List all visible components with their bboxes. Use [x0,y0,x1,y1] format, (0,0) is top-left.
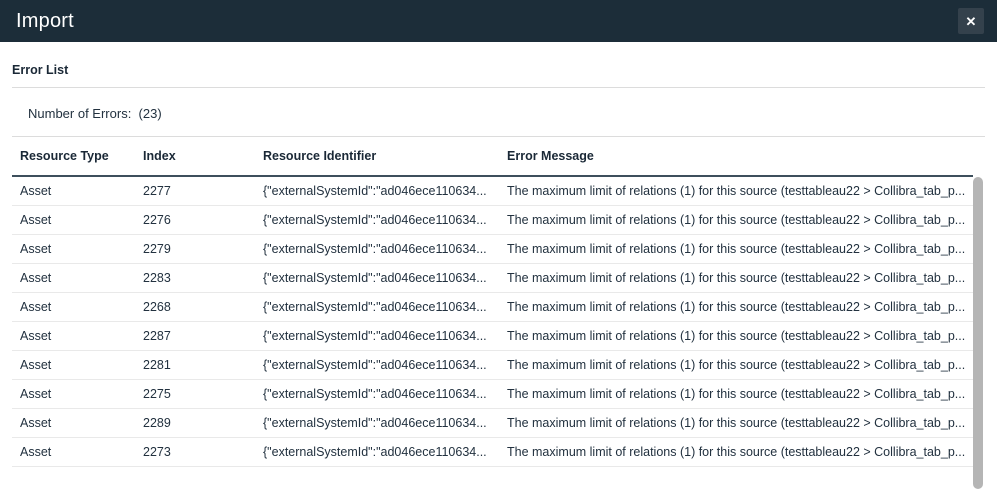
table-row: Asset 2275 {"externalSystemId":"ad046ece… [12,379,973,409]
table-row: Asset 2273 {"externalSystemId":"ad046ece… [12,437,973,467]
cell-resource-identifier: {"externalSystemId":"ad046ece110634... [255,408,499,438]
cell-error-message: The maximum limit of relations (1) for t… [499,292,973,322]
cell-error-message: The maximum limit of relations (1) for t… [499,379,973,409]
cell-index: 2279 [135,234,255,264]
cell-resource-type: Asset [12,292,135,322]
column-header-resource-type: Resource Type [12,137,135,177]
table-row: Asset 2283 {"externalSystemId":"ad046ece… [12,263,973,293]
table-row: Asset 2276 {"externalSystemId":"ad046ece… [12,205,973,235]
cell-error-message: The maximum limit of relations (1) for t… [499,176,973,206]
column-header-resource-identifier: Resource Identifier [255,137,499,177]
error-count-label: Number of Errors: (23) [12,88,985,137]
cell-resource-identifier: {"externalSystemId":"ad046ece110634... [255,263,499,293]
cell-resource-identifier: {"externalSystemId":"ad046ece110634... [255,292,499,322]
table-row: Asset 2289 {"externalSystemId":"ad046ece… [12,408,973,438]
column-header-error-message: Error Message [499,137,973,177]
close-icon: ✕ [965,13,977,29]
cell-index: 2281 [135,350,255,380]
cell-error-message: The maximum limit of relations (1) for t… [499,234,973,264]
table-row: Asset 2279 {"externalSystemId":"ad046ece… [12,234,973,264]
cell-index: 2273 [135,437,255,467]
cell-resource-type: Asset [12,321,135,351]
table-header: Resource Type Index Resource Identifier … [12,137,973,177]
cell-error-message: The maximum limit of relations (1) for t… [499,321,973,351]
column-header-index: Index [135,137,255,177]
scrollbar-thumb[interactable] [973,177,983,489]
modal-content: Error List Number of Errors: (23) Resour… [0,63,997,467]
cell-index: 2275 [135,379,255,409]
table-row: Asset 2287 {"externalSystemId":"ad046ece… [12,321,973,351]
error-list-heading: Error List [12,63,985,88]
cell-resource-identifier: {"externalSystemId":"ad046ece110634... [255,350,499,380]
cell-resource-type: Asset [12,437,135,467]
cell-resource-type: Asset [12,408,135,438]
table-header-row: Resource Type Index Resource Identifier … [12,137,973,177]
cell-resource-type: Asset [12,205,135,235]
table-row: Asset 2281 {"externalSystemId":"ad046ece… [12,350,973,380]
cell-resource-identifier: {"externalSystemId":"ad046ece110634... [255,321,499,351]
cell-index: 2283 [135,263,255,293]
cell-resource-identifier: {"externalSystemId":"ad046ece110634... [255,234,499,264]
table-row: Asset 2277 {"externalSystemId":"ad046ece… [12,176,973,206]
cell-error-message: The maximum limit of relations (1) for t… [499,350,973,380]
table-body: Asset 2277 {"externalSystemId":"ad046ece… [12,176,973,467]
cell-resource-type: Asset [12,234,135,264]
close-button[interactable]: ✕ [958,8,984,34]
cell-resource-identifier: {"externalSystemId":"ad046ece110634... [255,437,499,467]
cell-error-message: The maximum limit of relations (1) for t… [499,408,973,438]
cell-resource-identifier: {"externalSystemId":"ad046ece110634... [255,176,499,206]
table-row: Asset 2268 {"externalSystemId":"ad046ece… [12,292,973,322]
cell-index: 2287 [135,321,255,351]
modal-header: Import ✕ [0,0,997,42]
error-table: Resource Type Index Resource Identifier … [12,137,973,467]
modal-title: Import [16,9,74,32]
cell-index: 2289 [135,408,255,438]
cell-index: 2268 [135,292,255,322]
cell-resource-type: Asset [12,379,135,409]
cell-error-message: The maximum limit of relations (1) for t… [499,263,973,293]
cell-resource-type: Asset [12,263,135,293]
cell-resource-type: Asset [12,350,135,380]
cell-index: 2276 [135,205,255,235]
cell-error-message: The maximum limit of relations (1) for t… [499,205,973,235]
cell-resource-identifier: {"externalSystemId":"ad046ece110634... [255,205,499,235]
cell-error-message: The maximum limit of relations (1) for t… [499,437,973,467]
cell-index: 2277 [135,176,255,206]
cell-resource-identifier: {"externalSystemId":"ad046ece110634... [255,379,499,409]
cell-resource-type: Asset [12,176,135,206]
